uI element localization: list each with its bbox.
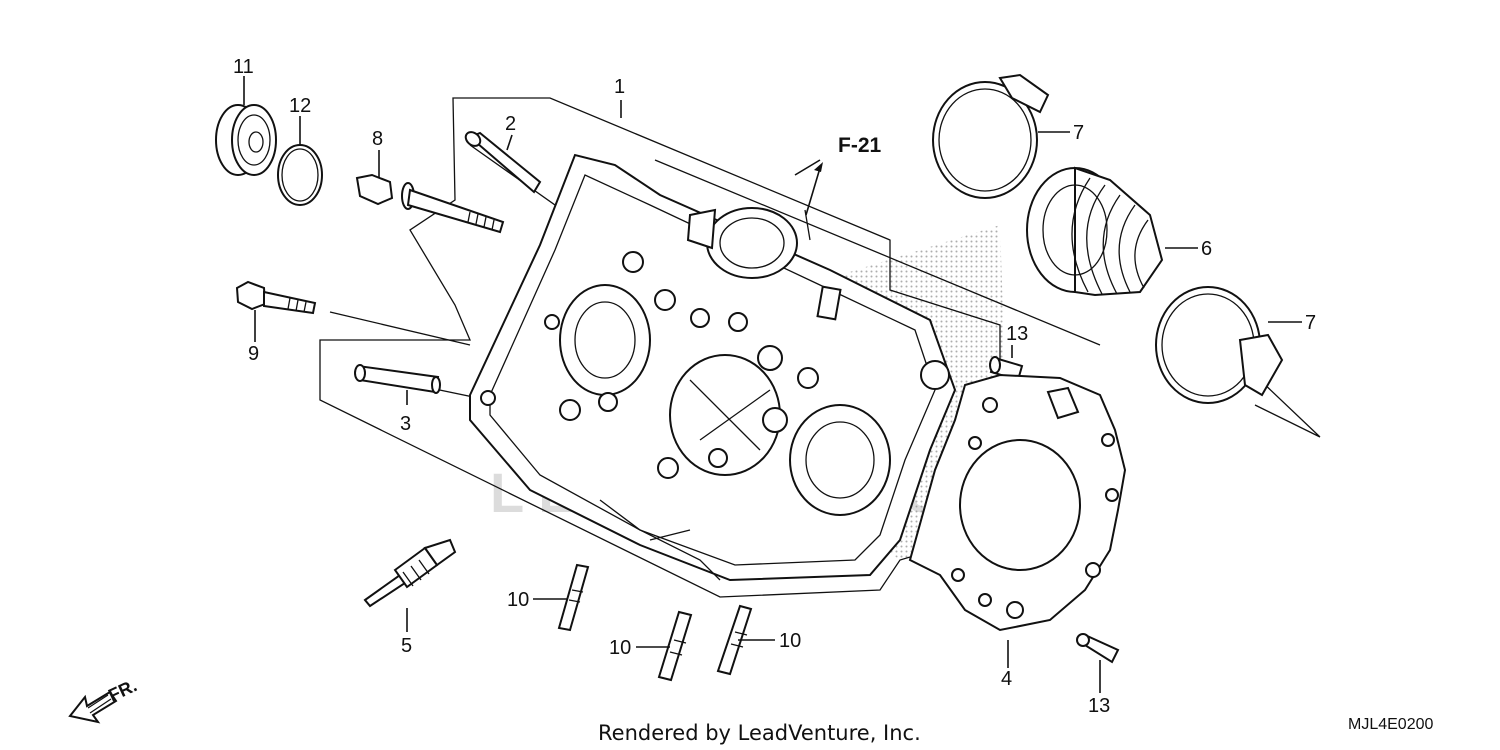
hose-clamp-part-7-upper: [932, 73, 1050, 199]
callout-leaders: [243, 76, 1302, 693]
assembly-outline: [319, 97, 1001, 598]
cylinder-head: [469, 153, 957, 582]
callout-13-upper[interactable]: 13: [1006, 323, 1028, 345]
head-gasket-part-4: [908, 373, 1127, 632]
cap-part-11: [215, 104, 277, 176]
callout-10-a[interactable]: 10: [507, 589, 529, 611]
intake-boot-part-6: [1026, 166, 1164, 297]
bolt-part-8: [355, 173, 505, 234]
callout-2[interactable]: 2: [505, 113, 516, 135]
stud-part-10-c: [716, 604, 753, 676]
stud-part-10-b: [657, 610, 693, 682]
dowel-pin-part-2: [464, 131, 542, 194]
front-arrow-icon: [68, 690, 118, 724]
stud-part-10-a: [557, 563, 590, 632]
callout-12[interactable]: 12: [289, 95, 311, 117]
callout-13-lower[interactable]: 13: [1088, 695, 1110, 717]
callout-10-c[interactable]: 10: [779, 630, 801, 652]
diagram-code: MJL4E0200: [1348, 716, 1433, 733]
callout-5[interactable]: 5: [401, 635, 412, 657]
reference-arrow: [814, 162, 823, 172]
callout-4[interactable]: 4: [1001, 668, 1012, 690]
callout-10-b[interactable]: 10: [609, 637, 631, 659]
callout-3[interactable]: 3: [400, 413, 411, 435]
callout-7-upper[interactable]: 7: [1073, 122, 1084, 144]
callout-7-lower[interactable]: 7: [1305, 312, 1316, 334]
callout-1[interactable]: 1: [614, 76, 625, 98]
o-ring-part-12: [277, 144, 323, 206]
guide-pipe-part-3: [354, 364, 441, 394]
reference-label[interactable]: F-21: [838, 134, 882, 157]
hose-clamp-part-7-lower: [1155, 286, 1284, 404]
spark-plug-part-5: [363, 538, 457, 608]
callout-8[interactable]: 8: [372, 128, 383, 150]
callout-9[interactable]: 9: [248, 343, 259, 365]
footer-credit: Rendered by LeadVenture, Inc.: [598, 721, 921, 745]
callout-6[interactable]: 6: [1201, 238, 1212, 260]
dowel-part-13-lower: [1076, 633, 1120, 664]
callout-11[interactable]: 11: [233, 56, 254, 78]
bolt-part-9: [235, 280, 317, 315]
